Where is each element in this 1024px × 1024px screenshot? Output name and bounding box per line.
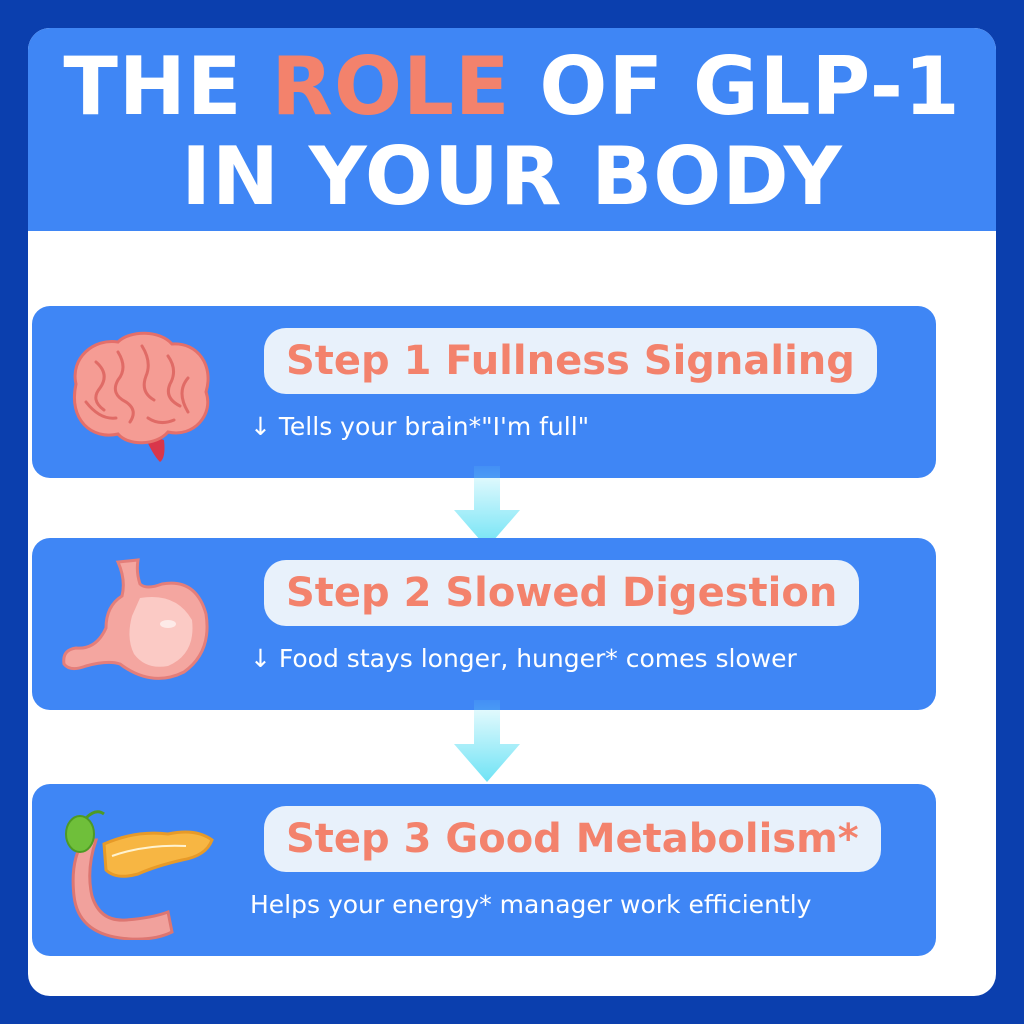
step-2-title: Step 2 Slowed Digestion — [264, 560, 860, 626]
step-1-title: Step 1 Fullness Signaling — [264, 328, 877, 394]
down-arrow-icon — [454, 700, 520, 782]
title-banner: THE ROLE OF GLP-1 IN YOUR BODY — [28, 28, 996, 231]
down-arrow-icon — [454, 466, 520, 548]
pancreas-icon — [65, 810, 214, 940]
brain-icon — [73, 331, 210, 462]
title-line-2: IN YOUR BODY — [181, 130, 843, 223]
title-part-1: THE — [63, 40, 272, 133]
title-part-2: OF GLP-1 — [510, 40, 961, 133]
title-line-1: THE ROLE OF GLP-1 — [28, 42, 996, 132]
step-2-description: ↓ Food stays longer, hunger* comes slowe… — [250, 644, 797, 673]
stomach-icon — [62, 558, 209, 680]
step-2-panel: Step 2 Slowed Digestion ↓ Food stays lon… — [32, 538, 936, 710]
step-1-panel: Step 1 Fullness Signaling ↓ Tells your b… — [32, 306, 936, 478]
step-3-description: Helps your energy* manager work efficien… — [250, 890, 812, 919]
step-3-panel: Step 3 Good Metabolism* Helps your energ… — [32, 784, 936, 956]
step-1-description: ↓ Tells your brain*"I'm full" — [250, 412, 590, 441]
step-3-title: Step 3 Good Metabolism* — [264, 806, 881, 872]
title-highlight: ROLE — [271, 40, 511, 133]
